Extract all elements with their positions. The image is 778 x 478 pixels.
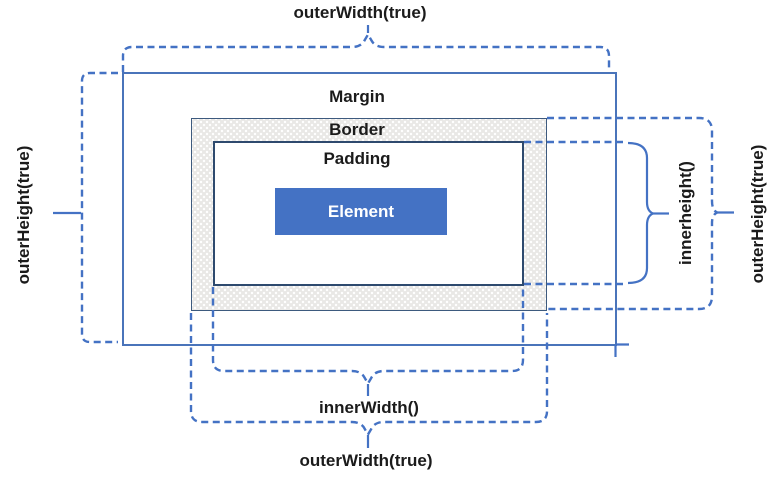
element-label: Element (327, 201, 395, 221)
outerheight-left-bracket (80, 71, 118, 344)
padding-label: Padding (323, 149, 391, 168)
innerwidth-bottom-label: innerWidth() (319, 398, 419, 417)
outerheight-right-label: outerHeight(true) (748, 144, 767, 284)
element-box: Element (275, 188, 447, 235)
outerwidth-bottom-label: outerWidth(true) (299, 451, 433, 470)
border-label: Border (329, 120, 385, 139)
outerwidth-top-bracket (121, 32, 611, 72)
outerheight-left-label: outerHeight(true) (14, 145, 33, 285)
margin-label: Margin (329, 87, 385, 106)
margin-corner-overshoot (614, 343, 629, 357)
outerwidth-top-label: outerWidth(true) (293, 3, 427, 22)
innerheight-right-label: innerheight() (676, 161, 695, 265)
innerheight-brace (627, 141, 656, 285)
